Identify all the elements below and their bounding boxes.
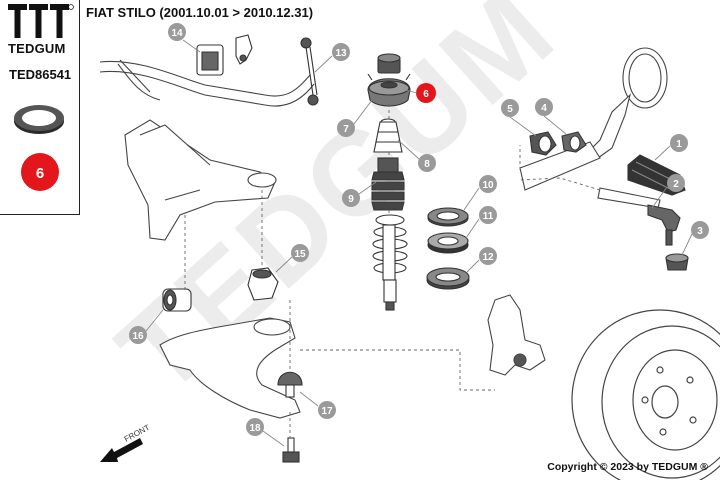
- washer-12: [426, 267, 470, 290]
- svg-text:5: 5: [507, 104, 513, 115]
- selected-callout-badge: 6: [21, 153, 59, 191]
- callout-10: 10: [479, 175, 497, 193]
- callout-8: 8: [418, 154, 436, 172]
- svg-text:13: 13: [335, 48, 347, 59]
- stabilizer-bushing-14: [196, 34, 253, 76]
- svg-text:10: 10: [482, 180, 494, 191]
- selected-callout-number: 6: [36, 165, 44, 182]
- lower-arm-upper: [124, 119, 277, 241]
- callout-9: 9: [342, 189, 360, 207]
- bearing-11: [427, 232, 469, 254]
- bushing-15: [247, 267, 279, 301]
- callout-15: 15: [291, 244, 309, 262]
- bushing-16: [162, 288, 192, 312]
- lower-arm-lower: [159, 317, 301, 419]
- callout-7: 7: [337, 119, 355, 137]
- svg-text:7: 7: [343, 124, 349, 135]
- callout-markers: 1 2 3 4 5 6 7 8 9 10 11 12 13 14 15 16 1…: [129, 23, 709, 436]
- callout-12: 12: [479, 247, 497, 265]
- shim-ring-icon: [14, 105, 64, 134]
- stabilizer-link-13: [300, 37, 319, 106]
- svg-text:4: 4: [541, 103, 547, 114]
- dust-boot-9: [371, 157, 405, 211]
- steering-column: [519, 47, 668, 209]
- ball-joint-17: [277, 371, 303, 398]
- callout-2: 2: [667, 174, 685, 192]
- vehicle-title: FIAT STILO (2001.10.01 > 2010.12.31): [86, 5, 314, 20]
- svg-text:12: 12: [482, 252, 494, 263]
- svg-text:8: 8: [424, 159, 430, 170]
- callout-6: 6: [416, 83, 436, 103]
- callout-13: 13: [332, 43, 350, 61]
- svg-text:17: 17: [321, 406, 333, 417]
- svg-text:16: 16: [132, 331, 144, 342]
- wheel-assembly: [571, 309, 720, 480]
- callout-leaders: [145, 39, 693, 447]
- tie-rod-end-2: [647, 204, 681, 246]
- brand-name: TEDGUM: [8, 41, 66, 56]
- callout-17: 17: [318, 401, 336, 419]
- bushing-5: [529, 131, 557, 156]
- copyright-notice: Copyright © 2023 by TEDGUM ®: [547, 461, 708, 473]
- callout-11: 11: [479, 206, 497, 224]
- svg-text:9: 9: [348, 194, 354, 205]
- part-number: TED86541: [9, 67, 72, 82]
- leader-lines: [184, 104, 601, 438]
- strut-mount-6: [367, 53, 411, 107]
- steering-boot-1: [627, 154, 686, 196]
- svg-text:14: 14: [171, 28, 183, 39]
- callout-4: 4: [535, 98, 553, 116]
- bushing-4: [561, 131, 587, 153]
- callout-1: 1: [670, 134, 688, 152]
- part-info-panel: TEDGUM TED86541 6: [0, 0, 80, 215]
- coil-spring-strut: [372, 214, 408, 311]
- callout-5: 5: [501, 99, 519, 117]
- stabilizer-bar: [99, 59, 315, 107]
- callout-3: 3: [691, 221, 709, 239]
- watermark: TEDGUM: [94, 0, 580, 419]
- dust-cap-3: [665, 253, 689, 271]
- svg-text:1: 1: [676, 139, 682, 150]
- svg-text:3: 3: [697, 226, 703, 237]
- bump-stop-8: [373, 118, 403, 153]
- callout-18: 18: [246, 418, 264, 436]
- callout-14: 14: [168, 23, 186, 41]
- bolt-18: [282, 437, 300, 463]
- tedgum-logo-icon: [8, 4, 74, 38]
- front-label: FRONT: [123, 423, 152, 444]
- svg-text:6: 6: [423, 89, 429, 100]
- front-direction-arrow: FRONT: [100, 423, 151, 462]
- callout-16: 16: [129, 326, 147, 344]
- svg-text:15: 15: [294, 249, 306, 260]
- svg-text:18: 18: [249, 423, 261, 434]
- steering-knuckle: [487, 294, 546, 376]
- svg-text:11: 11: [483, 211, 494, 222]
- washer-10: [427, 207, 469, 227]
- svg-text:2: 2: [673, 179, 679, 190]
